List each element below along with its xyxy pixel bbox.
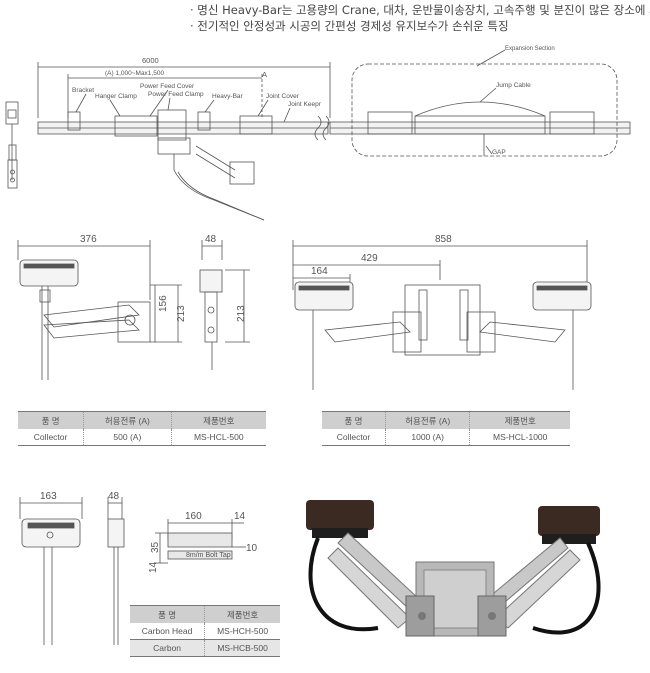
dim-total: 6000 — [142, 56, 159, 65]
collector-500-drawing: 376 48 156 213 213 — [17, 234, 250, 380]
collector-1000-table: 품 명 허용전류 (A) 제품번호 Collector 1000 (A) MS-… — [322, 411, 570, 446]
dim-10: 10 — [246, 543, 258, 554]
dim-35: 35 — [150, 541, 161, 553]
label-jump-cable: Jump Cable — [496, 82, 531, 89]
label-hanger-clamp: Hanger Clamp — [95, 93, 137, 100]
label-bolt-tap: 8m/m Bolt Tap — [186, 552, 231, 559]
label-joint-cover: Joint Cover — [266, 93, 300, 100]
table-cell: Carbon — [130, 639, 205, 657]
table-cell: MS-HCH-500 — [204, 623, 280, 640]
dim-14-top: 14 — [234, 511, 246, 522]
label-heavy-bar: Heavy-Bar — [212, 93, 244, 100]
marker-a: A — [262, 70, 267, 79]
th-part-no: 제품번호 — [469, 411, 570, 429]
table-cell: 1000 (A) — [384, 429, 470, 446]
label-power-feed-clamp: Power Feed Clamp — [148, 91, 204, 98]
label-gap: GAP — [492, 149, 506, 156]
rail-system-drawing: 6000 (A) 1,000~Max1,500 A Bracket Hanger… — [5, 46, 631, 221]
table-cell: Carbon Head — [130, 623, 205, 640]
dim-163: 163 — [40, 491, 57, 502]
label-joint-keeper: Joint Keepr — [288, 101, 322, 108]
feature-bullet-1: · 명신 Heavy-Bar는 고용량의 Crane, 대차, 운반물이송장치,… — [190, 3, 650, 17]
collector-1000-drawing: 858 429 164 — [292, 234, 592, 390]
table-cell: Collector — [18, 429, 84, 446]
dim-width-376: 376 — [80, 234, 97, 245]
carbon-head-drawing: 163 48 160 14 35 14 10 8m/m Bolt Tap — [19, 491, 258, 645]
dim-span: (A) 1,000~Max1,500 — [105, 70, 164, 77]
label-power-feed-cover: Power Feed Cover — [140, 83, 195, 90]
dim-48: 48 — [108, 491, 120, 502]
th-name: 품 명 — [18, 411, 84, 429]
dim-213-b: 213 — [236, 305, 247, 322]
dim-429: 429 — [361, 253, 378, 264]
th-part-no: 제품번호 — [204, 605, 280, 623]
th-name: 품 명 — [130, 605, 205, 623]
table-cell: MS-HCB-500 — [204, 639, 280, 657]
collector-500-table: 품 명 허용전류 (A) 제품번호 Collector 500 (A) MS-H… — [18, 411, 266, 446]
th-name: 품 명 — [322, 411, 386, 429]
feature-bullet-2: · 전기적인 안정성과 시공의 간편성 경제성 유지보수가 손쉬운 특징 — [190, 19, 509, 33]
table-cell: MS-HCL-500 — [170, 429, 266, 446]
label-expansion-section: Expansion Section — [505, 46, 555, 52]
dim-14-side: 14 — [148, 561, 159, 573]
carbon-table: 품 명 제품번호 Carbon Head MS-HCH-500 Carbon M… — [130, 605, 280, 657]
table-cell: 500 (A) — [83, 429, 172, 446]
dim-858: 858 — [435, 234, 452, 245]
dim-side-48: 48 — [205, 234, 217, 245]
dim-164: 164 — [311, 266, 328, 277]
table-cell: MS-HCL-1000 — [469, 429, 570, 446]
table-cell: Collector — [322, 429, 386, 446]
dim-160: 160 — [185, 511, 202, 522]
collector-product-photo — [298, 488, 610, 668]
dim-213-a: 213 — [176, 305, 187, 322]
th-current: 허용전류 (A) — [83, 411, 172, 429]
label-bracket: Bracket — [72, 87, 94, 94]
dim-156: 156 — [158, 295, 169, 312]
th-current: 허용전류 (A) — [384, 411, 470, 429]
th-part-no: 제품번호 — [170, 411, 266, 429]
